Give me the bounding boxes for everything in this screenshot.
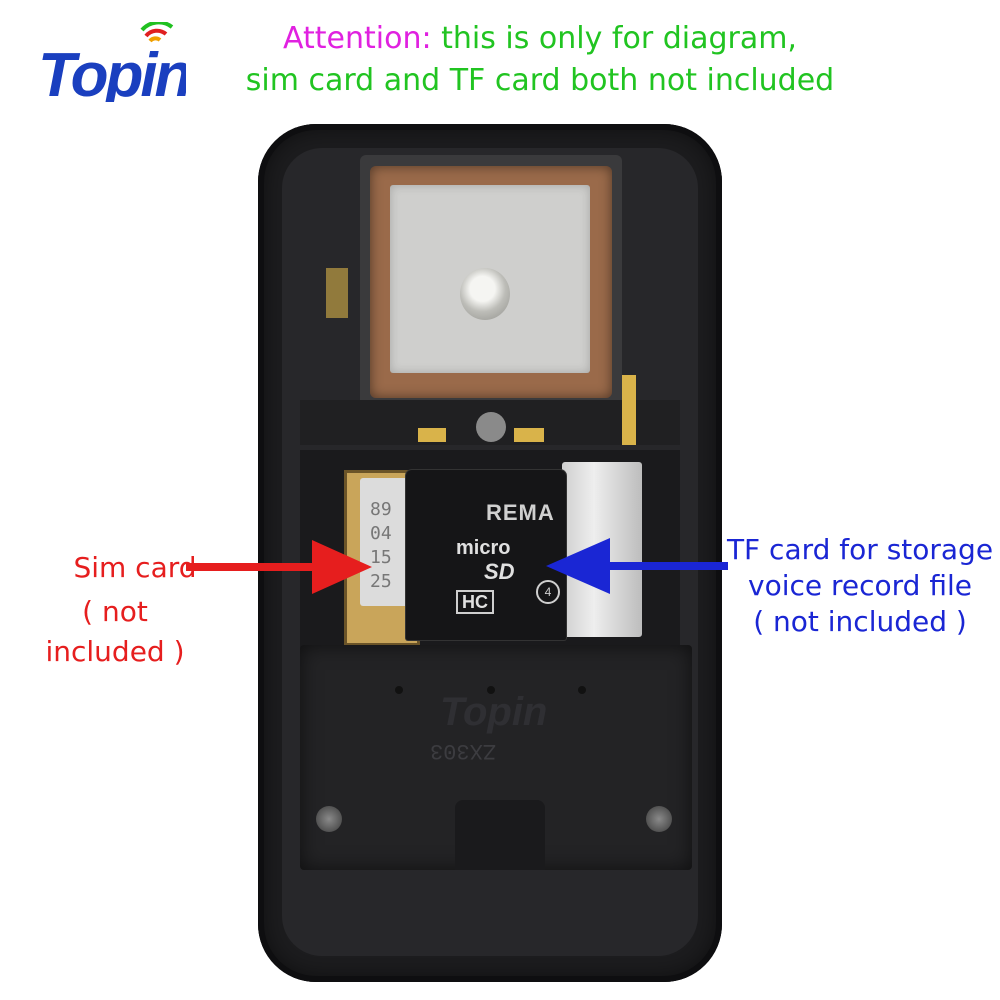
topin-logo: Topin [38, 22, 186, 102]
sd-card-brand: REMA [486, 500, 555, 525]
sim-digit: 04 [370, 523, 392, 544]
tf-label-line3: ( not included ) [753, 605, 967, 638]
sim-digit: 25 [370, 571, 392, 592]
tf-label-line1: TF card for storage [726, 533, 994, 566]
sim-card-label: Sim card ( not included ) [20, 548, 210, 672]
board-contact [418, 428, 446, 442]
tf-card-label: TF card for storage voice record file ( … [720, 532, 1000, 640]
model-number: ZX303 [430, 738, 497, 763]
topin-watermark: Topin [440, 690, 548, 734]
micro-sd-card [406, 470, 566, 640]
microsd-logo: micro SD HC [456, 536, 536, 614]
sim-digit: 15 [370, 547, 392, 568]
tf-label-line2: voice record file [748, 569, 972, 602]
board-contact [622, 375, 636, 445]
sim-label-line2: ( not included ) [45, 595, 185, 668]
board-contact [514, 428, 544, 442]
board-contact [326, 268, 348, 318]
cover-notch [455, 800, 545, 870]
cover-hole [487, 686, 495, 694]
attention-line2: sim card and TF card both not included [245, 63, 835, 98]
microsd-micro: micro [456, 537, 511, 559]
sim-digits: 89 04 15 25 [370, 498, 410, 594]
cover-hole [395, 686, 403, 694]
cover-hole [578, 686, 586, 694]
attention-notice: Attention: this is only for diagram, sim… [230, 18, 850, 102]
board-button [476, 412, 506, 442]
attention-label: Attention: [283, 21, 432, 56]
svg-text:Topin: Topin [38, 41, 186, 102]
tf-card-slot [562, 462, 642, 637]
sd-speed-class: 4 [536, 580, 560, 604]
microsd-sd: SD [484, 559, 515, 584]
screw-icon [316, 806, 342, 832]
sim-label-line1: Sim card [73, 551, 197, 584]
attention-text: this is only for diagram, [431, 21, 797, 56]
sim-digit: 89 [370, 499, 392, 520]
screw-icon [646, 806, 672, 832]
microsd-hc: HC [456, 590, 494, 614]
gps-antenna-pin [460, 268, 510, 320]
